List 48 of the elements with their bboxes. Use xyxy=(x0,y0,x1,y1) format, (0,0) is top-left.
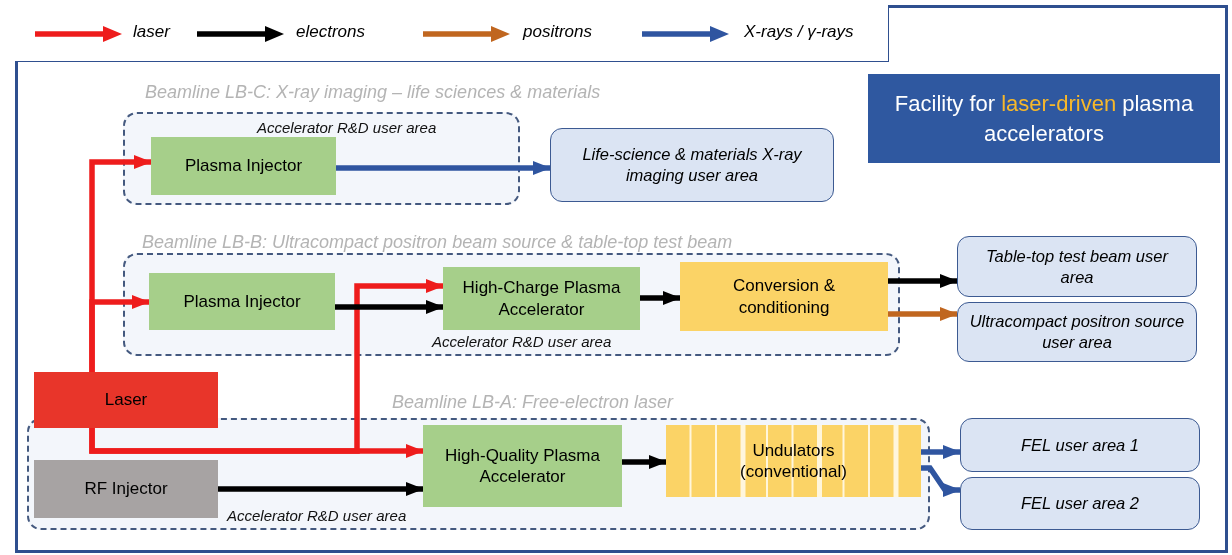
legend-label: positrons xyxy=(523,22,592,42)
node-label: Plasma Injector xyxy=(182,290,302,313)
user-area-box xyxy=(960,477,1200,530)
node-label: High-Charge Plasma Accelerator xyxy=(461,277,622,320)
beamline-heading: Beamline LB-B: Ultracompact positron beam source & table-top test beam xyxy=(142,231,733,254)
process-box xyxy=(149,273,335,330)
process-box xyxy=(423,425,622,507)
beamline-heading: Beamline LB-C: X-ray imaging – life sciences & materials xyxy=(145,81,601,104)
user-area-box xyxy=(550,128,834,202)
area-label: Accelerator R&D user area xyxy=(432,333,612,352)
user-area-box xyxy=(957,236,1197,297)
arrow xyxy=(888,307,958,321)
area-label: Accelerator R&D user area xyxy=(227,507,407,526)
laser-box xyxy=(34,372,218,428)
undulator-box xyxy=(666,425,921,497)
arrow xyxy=(640,291,681,305)
arrow xyxy=(89,295,150,372)
node-label: FEL user area 2 xyxy=(1020,493,1140,514)
legend-label: X-rays / γ-rays xyxy=(744,22,854,42)
arrow xyxy=(218,482,424,496)
node-label: Table-top test beam user area xyxy=(985,245,1170,288)
area-label: Accelerator R&D user area xyxy=(257,119,437,138)
node-label: Laser xyxy=(103,389,149,411)
process-box xyxy=(680,262,888,331)
user-area-box xyxy=(957,302,1197,362)
arrow xyxy=(336,161,551,175)
legend-label: electrons xyxy=(296,22,365,42)
node-label: Conversion & conditioning xyxy=(731,275,837,318)
title-text: Facility for laser-driven plasma accelerators xyxy=(894,89,1194,148)
arrow xyxy=(888,274,958,288)
process-box xyxy=(151,137,336,195)
beamline-heading: Beamline LB-A: Free-electron laser xyxy=(392,391,674,414)
node-label: RF Injector xyxy=(83,478,169,500)
arrow xyxy=(921,445,961,459)
process-box xyxy=(443,267,640,330)
node-label: Undulators (conventional) xyxy=(739,439,848,483)
arrow xyxy=(89,279,444,454)
legend-label: laser xyxy=(133,22,170,42)
node-label: Ultracompact positron source user area xyxy=(968,311,1186,353)
node-label: Life-science & materials X-ray imaging user area xyxy=(581,144,803,186)
arrow xyxy=(335,300,444,314)
process-box xyxy=(34,460,218,518)
node-label: Plasma Injector xyxy=(183,155,304,177)
arrow xyxy=(921,465,961,497)
arrow xyxy=(622,455,667,469)
node-label: FEL user area 1 xyxy=(1020,434,1140,456)
node-label: High-Quality Plasma Accelerator xyxy=(444,444,601,488)
user-area-box xyxy=(960,418,1200,472)
